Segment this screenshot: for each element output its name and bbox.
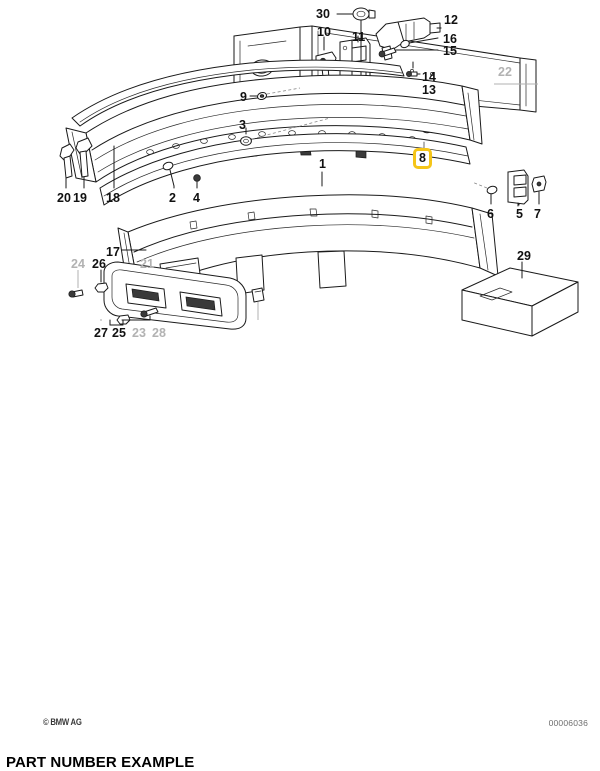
callout-2[interactable]: 2 (169, 191, 176, 205)
copyright-notice: © BMW AG (43, 717, 82, 727)
footer-strip: © BMW AG 00006036 (0, 356, 600, 728)
callout-24[interactable]: 24 (71, 257, 85, 271)
callout-16[interactable]: 16 (443, 32, 457, 46)
part-group-right-brackets (471, 169, 547, 207)
callout-1[interactable]: 1 (319, 157, 326, 171)
callout-9[interactable]: 9 (240, 90, 247, 104)
page-title: PART NUMBER EXAMPLE (6, 754, 195, 771)
part-group-lower-rail (99, 133, 471, 206)
callout-4[interactable]: 4 (193, 191, 200, 205)
callout-28[interactable]: 28 (152, 326, 166, 340)
callout-23[interactable]: 23 (132, 326, 146, 340)
part-group-fasteners-15-16 (378, 37, 439, 58)
callout-22[interactable]: 22 (498, 65, 512, 79)
callout-27[interactable]: 27 (94, 326, 108, 340)
callout-18[interactable]: 18 (106, 191, 120, 205)
callout-20[interactable]: 20 (57, 191, 71, 205)
callout-5[interactable]: 5 (516, 207, 523, 221)
drawing-code: 00006036 (548, 718, 588, 728)
part-group-fasteners-2-4 (162, 161, 201, 189)
part-group-fastener-9 (249, 87, 301, 101)
part-group-grommet-3 (240, 117, 331, 146)
highlighted-callout-8[interactable]: 8 (413, 148, 432, 169)
caption-bar: PART NUMBER EXAMPLE (0, 376, 600, 771)
callout-13[interactable]: 13 (422, 83, 436, 97)
part-group-plate-holder (68, 257, 265, 330)
callout-14[interactable]: 14 (422, 70, 436, 84)
diagram-canvas: .ln { fill:none; stroke:#1a1a1a; stroke-… (0, 0, 600, 356)
callout-6[interactable]: 6 (487, 207, 494, 221)
callout-30[interactable]: 30 (316, 7, 330, 21)
callout-15[interactable]: 15 (443, 44, 457, 58)
callout-29[interactable]: 29 (517, 249, 531, 263)
part-group-carton-29 (461, 261, 579, 337)
callout-7[interactable]: 7 (534, 207, 541, 221)
callout-17[interactable]: 17 (106, 245, 120, 259)
callout-26[interactable]: 26 (92, 257, 106, 271)
callout-21[interactable]: 21 (140, 257, 154, 271)
callout-10[interactable]: 10 (317, 25, 331, 39)
part-group-left-brackets (59, 137, 115, 189)
callout-12[interactable]: 12 (444, 13, 458, 27)
highlighted-callout-label: 8 (419, 151, 426, 166)
callout-25[interactable]: 25 (112, 326, 126, 340)
part-group-bushing-30 (336, 7, 376, 101)
callout-19[interactable]: 19 (73, 191, 87, 205)
part-group-shock-absorber-12 (375, 17, 442, 61)
part-group-bumper-carrier-1 (65, 59, 483, 187)
callout-3[interactable]: 3 (239, 118, 246, 132)
callout-11[interactable]: 11 (352, 30, 366, 44)
diagram-linework: .ln { fill:none; stroke:#1a1a1a; stroke-… (59, 7, 579, 337)
